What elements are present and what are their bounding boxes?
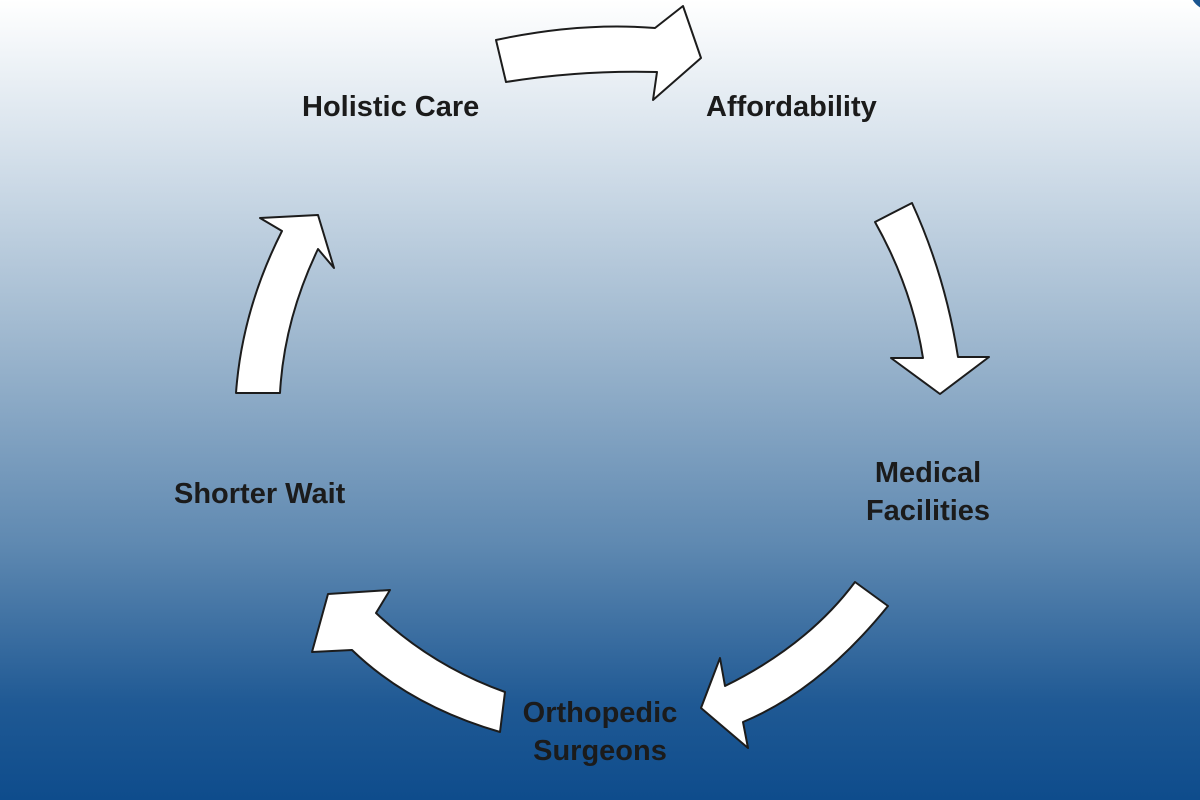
- arrow-holistic-to-affordability-icon: [495, 5, 702, 101]
- node-label-line: Facilities: [865, 495, 991, 527]
- arrow-affordability-to-medical-icon: [874, 202, 990, 395]
- arrow-shorter-to-holistic-icon: [235, 214, 335, 394]
- node-label-line: Orthopedic: [522, 697, 678, 729]
- node-orthopedic-surgeons: Orthopedic Surgeons: [508, 694, 692, 770]
- node-label-line: Shorter Wait: [174, 478, 346, 510]
- node-holistic-care: Holistic Care: [302, 88, 479, 126]
- node-affordability: Affordability: [706, 88, 877, 126]
- node-label-line: Medical: [874, 457, 982, 489]
- node-shorter-wait: Shorter Wait: [174, 475, 345, 513]
- node-label-line: Surgeons: [533, 735, 667, 767]
- node-label-line: Holistic Care: [302, 91, 480, 123]
- node-medical-facilities: Medical Facilities: [858, 454, 998, 530]
- arrow-orthopedic-to-shorter-icon: [311, 589, 506, 733]
- node-label-line: Affordability: [706, 91, 877, 123]
- arrow-medical-to-orthopedic-icon: [700, 581, 889, 749]
